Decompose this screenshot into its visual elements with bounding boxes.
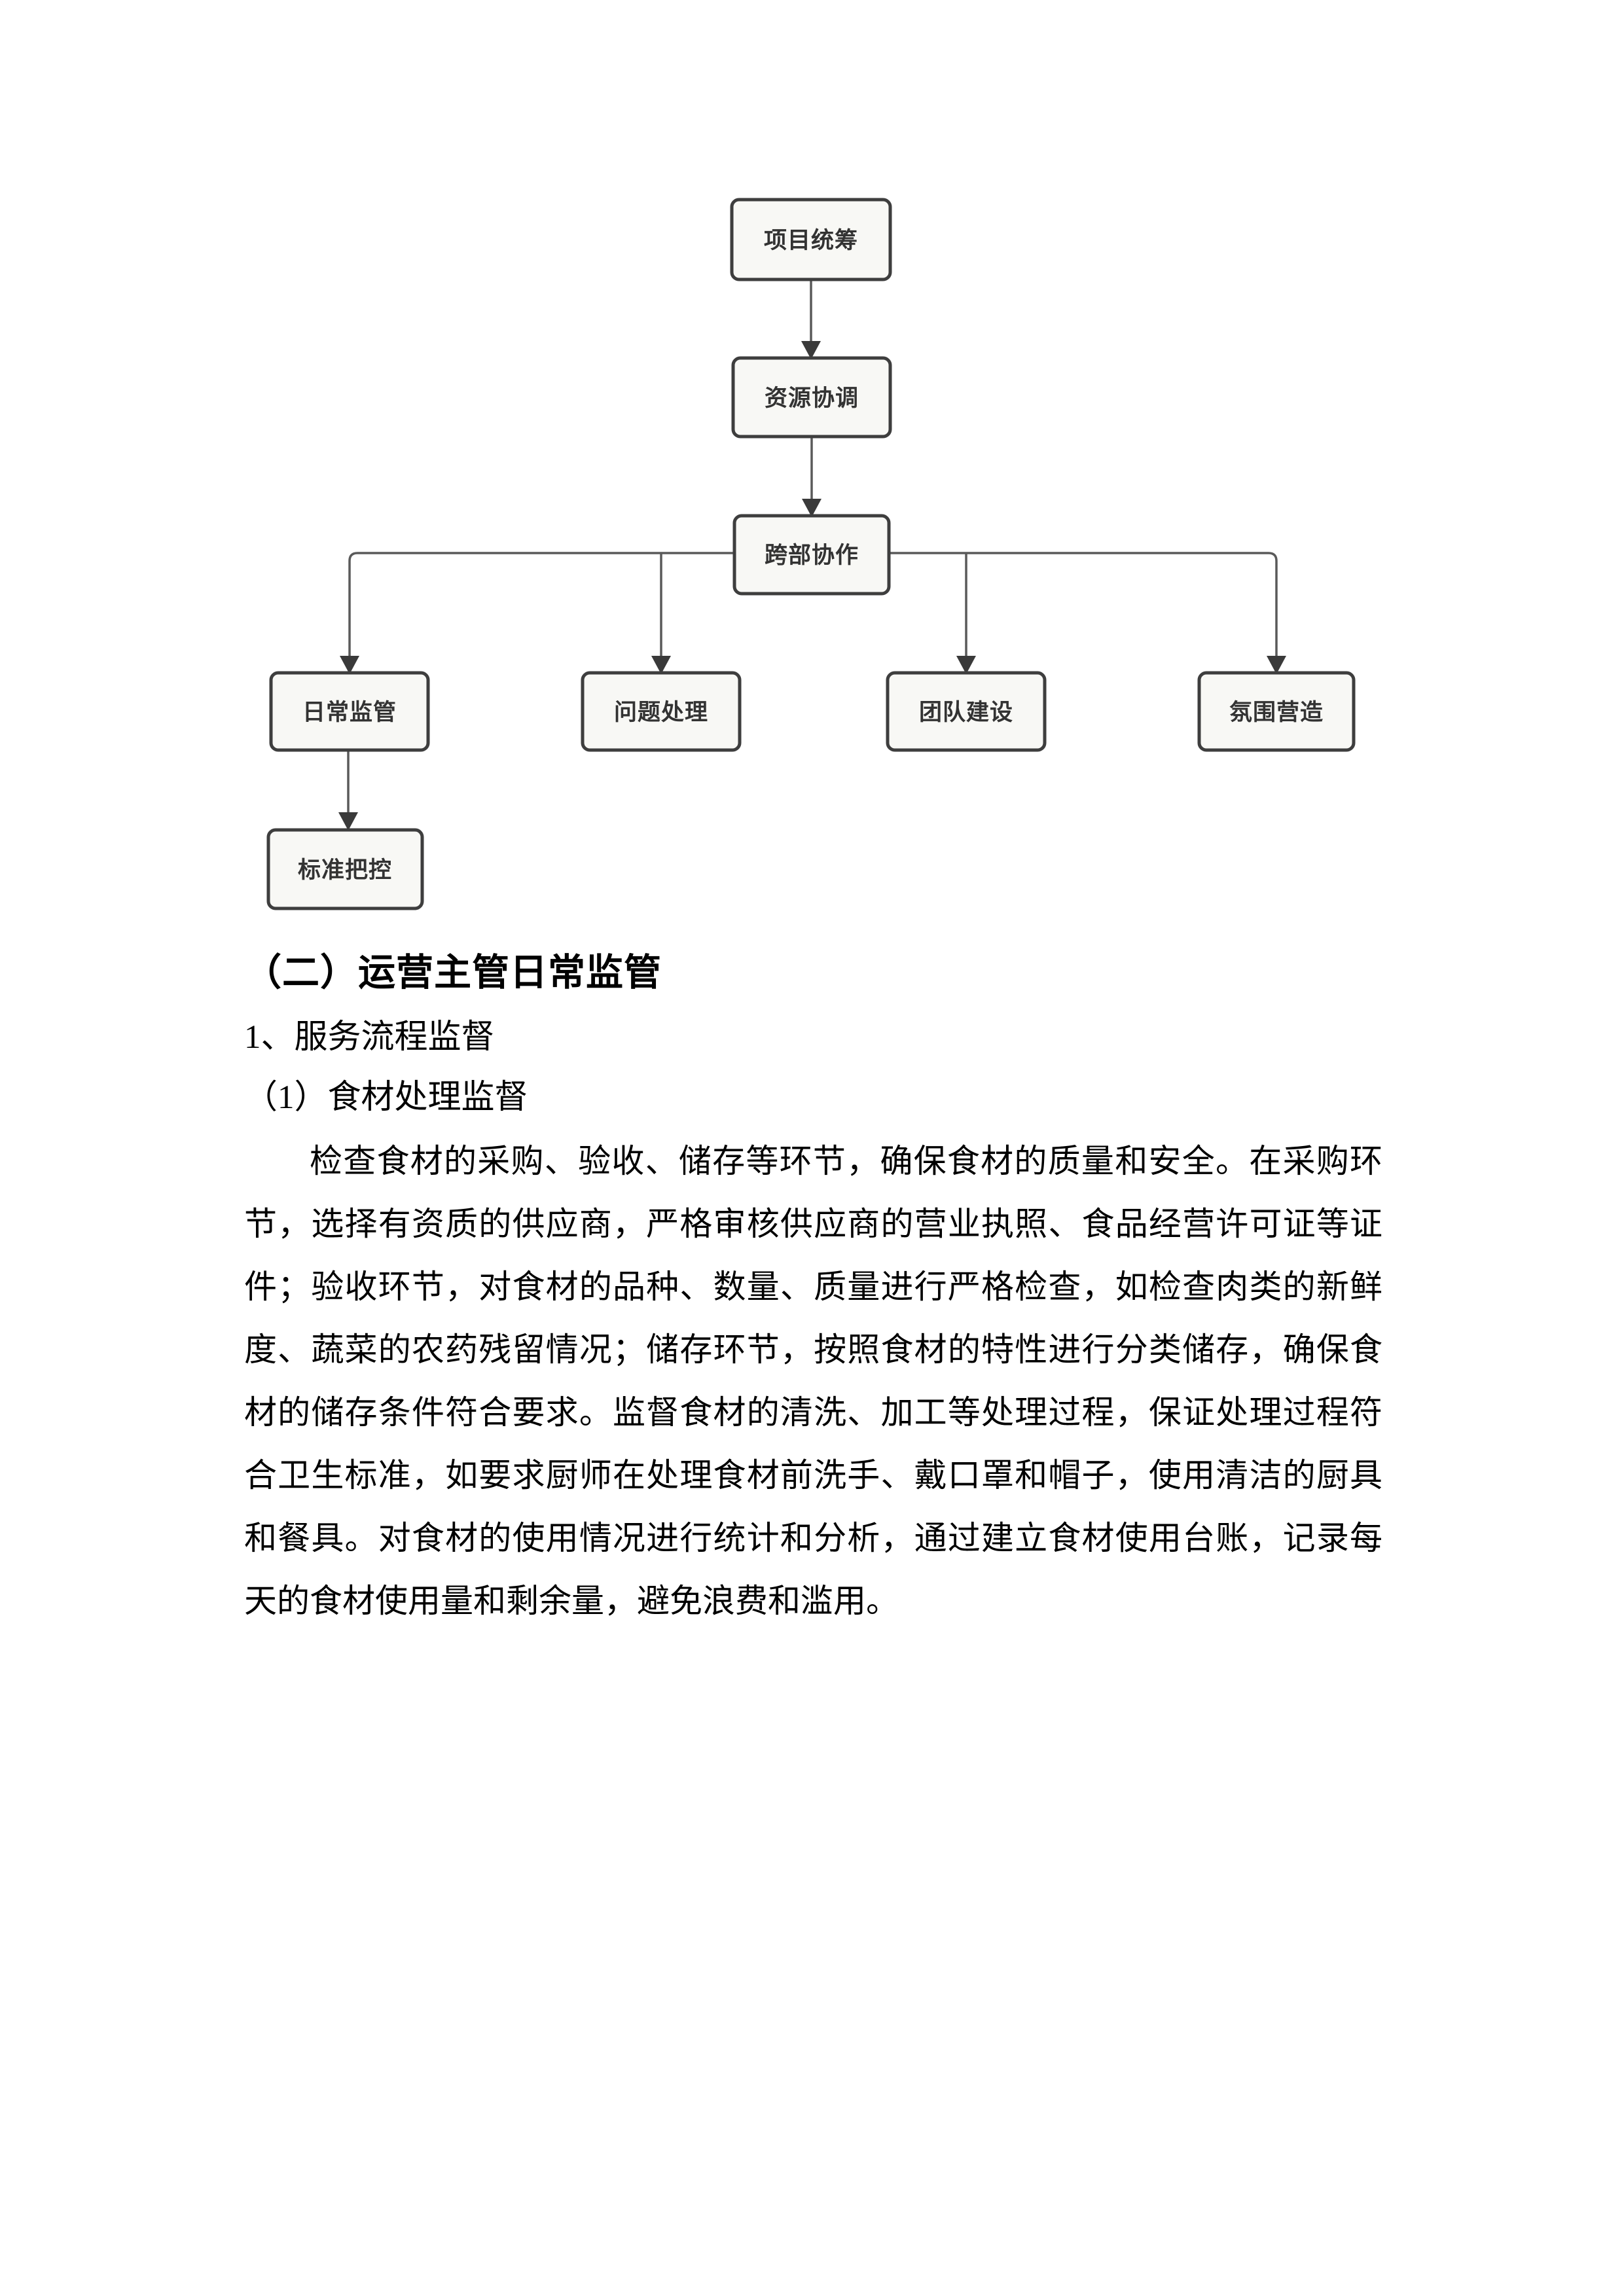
node-label-issue: 问题处理 bbox=[614, 700, 708, 725]
arrowhead-atmosphere bbox=[1267, 656, 1286, 674]
section-heading: （二）运营主管日常监管 bbox=[244, 952, 662, 994]
paragraph-line: 合卫生标准，如要求厨师在处理食材前洗手、戴口罩和帽子，使用清洁的厨具 bbox=[244, 1457, 1382, 1494]
flowchart-node-atmosphere: 氛围营造 bbox=[1197, 671, 1356, 752]
flowchart-node-team: 团队建设 bbox=[886, 671, 1047, 752]
arrowhead-standard bbox=[338, 812, 358, 831]
flowchart-node-resource: 资源协调 bbox=[731, 356, 892, 439]
arrowhead-resource bbox=[801, 341, 821, 359]
flowchart-node-standard: 标准把控 bbox=[266, 828, 424, 910]
arrowhead-cross bbox=[802, 499, 821, 517]
paragraph-line: 和餐具。对食材的使用情况进行统计和分析，通过建立食材使用台账，记录每 bbox=[244, 1520, 1382, 1556]
paragraph-line: 检查食材的采购、验收、储存等环节，确保食材的质量和安全。在采购环 bbox=[310, 1143, 1382, 1179]
flowchart-node-issue: 问题处理 bbox=[581, 671, 742, 752]
node-label-standard: 标准把控 bbox=[298, 857, 392, 883]
arrowhead-team bbox=[956, 656, 976, 674]
org-flowchart: 项目统筹 资源协调 跨部协作 日常监管 问题处理 团队建设 氛围营造 bbox=[266, 198, 1356, 910]
node-label-project: 项目统筹 bbox=[764, 228, 858, 253]
body-paragraph: 检查食材的采购、验收、储存等环节，确保食材的质量和安全。在采购环 节，选择有资质… bbox=[244, 1130, 1382, 1632]
flowchart-node-project: 项目统筹 bbox=[730, 198, 892, 281]
paragraph-line: 节，选择有资质的供应商，严格审核供应商的营业执照、食品经营许可证等证 bbox=[244, 1206, 1382, 1242]
paragraph-line: 度、蔬菜的农药残留情况；储存环节，按照食材的特性进行分类储存，确保食 bbox=[244, 1331, 1382, 1368]
paragraph-line: 材的储存条件符合要求。监督食材的清洗、加工等处理过程，保证处理过程符 bbox=[244, 1394, 1382, 1431]
arrowhead-issue bbox=[651, 656, 671, 674]
node-label-daily: 日常监管 bbox=[302, 700, 397, 725]
paragraph-line: 件；验收环节，对食材的品种、数量、质量进行严格检查，如检查肉类的新鲜 bbox=[244, 1268, 1382, 1305]
node-label-cross: 跨部协作 bbox=[765, 543, 859, 568]
arrowhead-daily bbox=[340, 656, 359, 674]
node-label-atmosphere: 氛围营造 bbox=[1229, 700, 1324, 725]
node-label-team: 团队建设 bbox=[919, 700, 1013, 725]
flowchart-node-daily: 日常监管 bbox=[269, 671, 430, 752]
paragraph-line: 天的食材使用量和剩余量，避免浪费和滥用。 bbox=[244, 1583, 899, 1619]
flowchart-node-cross: 跨部协作 bbox=[732, 514, 891, 596]
node-label-resource: 资源协调 bbox=[765, 386, 859, 411]
sub-heading: 1、服务流程监督 bbox=[244, 1019, 495, 1056]
item-heading: （1）食材处理监督 bbox=[244, 1079, 528, 1116]
